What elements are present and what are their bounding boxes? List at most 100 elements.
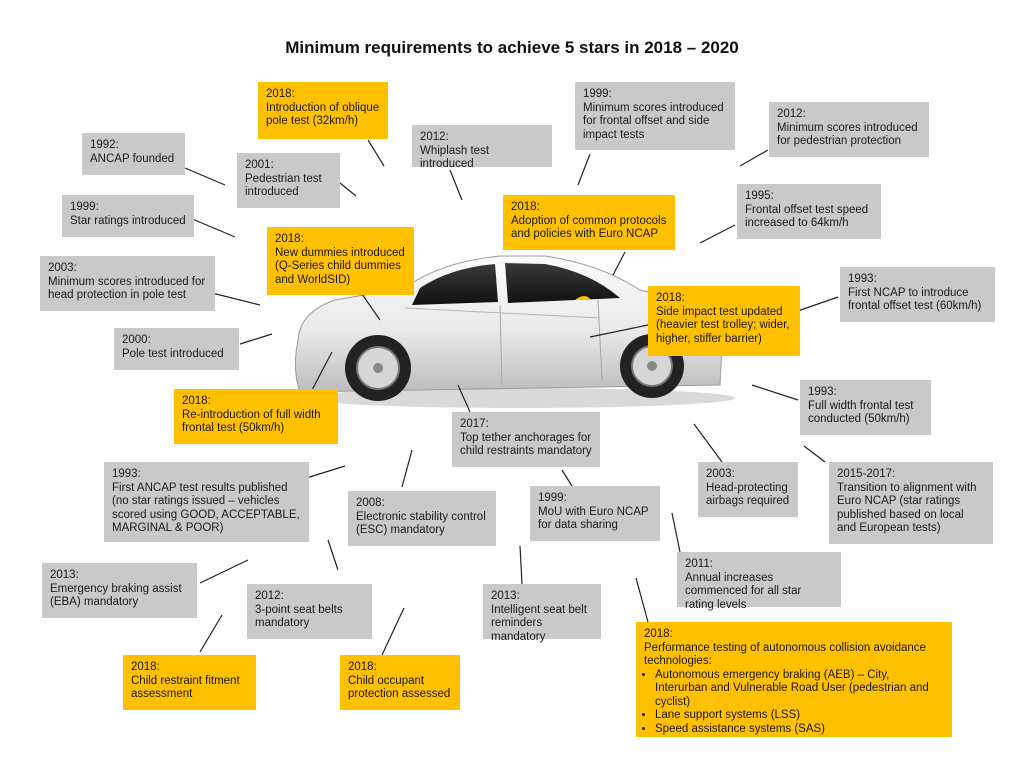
milestone-2013-eba: 2013: Emergency braking assist (EBA) man… [42, 563, 197, 618]
milestone-2012-seat-belts: 2012: 3-point seat belts mandatory [247, 584, 372, 639]
milestone-text: Child restraint fitment assessment [131, 674, 240, 701]
milestone-text: Electronic stability control (ESC) manda… [356, 510, 486, 537]
milestone-year: 2001: [245, 159, 274, 171]
milestone-text: Minimum scores introduced for frontal of… [583, 101, 724, 141]
pointer [577, 153, 591, 186]
milestone-2003-head-airbags: 2003: Head-protecting airbags required [698, 462, 798, 517]
milestone-2012-whiplash: 2012: Whiplash test introduced [412, 125, 552, 170]
milestone-text: MoU with Euro NCAP for data sharing [538, 505, 649, 532]
pointer [751, 384, 799, 401]
milestone-year: 1999: [538, 492, 567, 504]
car-shadow [305, 388, 735, 408]
milestone-year: 2018: [131, 661, 160, 673]
milestone-year: 2013: [50, 569, 79, 581]
milestone-2018-autonomous-testing: 2018: Performance testing of autonomous … [636, 622, 952, 737]
side-mirror [575, 296, 591, 300]
milestone-2018-side-impact: 2018: Side impact test updated (heavier … [648, 286, 800, 356]
milestone-year: 2018: [644, 628, 673, 640]
pointer [589, 324, 649, 338]
milestone-2018-new-dummies: 2018: New dummies introduced (Q-Series c… [267, 227, 414, 295]
pointer [739, 149, 769, 167]
milestone-2013-seat-belt-reminders: 2013: Intelligent seat belt reminders ma… [483, 584, 601, 643]
milestone-year: 1993: [848, 273, 877, 285]
bullet-item: Lane support systems (LSS) [655, 709, 944, 723]
bullet-list: Autonomous emergency braking (AEB) – Cit… [644, 669, 944, 737]
milestone-text: Annual increases commenced for all star … [685, 571, 802, 611]
pointer [211, 292, 261, 306]
milestone-text: Transition to alignment with Euro NCAP (… [837, 481, 977, 535]
milestone-year: 2011: [685, 558, 713, 570]
milestone-2008-esc: 2008: Electronic stability control (ESC)… [348, 491, 496, 546]
door-line [499, 304, 503, 386]
pointer [561, 469, 573, 487]
pointer [803, 445, 826, 463]
car-rear-window [412, 264, 498, 305]
milestone-text: Intelligent seat belt reminders mandator… [491, 603, 587, 643]
body-crease [404, 307, 601, 319]
milestone-text: Emergency braking assist (EBA) mandatory [50, 582, 182, 609]
milestone-year: 1992: [90, 139, 119, 151]
milestone-year: 2013: [491, 590, 520, 602]
pointer [671, 512, 681, 553]
milestone-text: First NCAP to introduce frontal offset t… [848, 286, 982, 313]
milestone-text: ANCAP founded [90, 152, 175, 165]
milestone-text: Star ratings introduced [70, 214, 186, 227]
milestone-year: 2017: [460, 418, 489, 430]
milestone-year: 2012: [777, 108, 806, 120]
milestone-2018-child-restraint: 2018: Child restraint fitment assessment [123, 655, 256, 710]
milestone-year: 2003: [706, 468, 735, 480]
milestone-text: First ANCAP test results published (no s… [112, 481, 300, 535]
milestone-1999-mou: 1999: MoU with Euro NCAP for data sharin… [530, 486, 660, 541]
milestone-2018-common-protocols: 2018: Adoption of common protocols and p… [503, 195, 675, 250]
milestone-year: 2018: [275, 233, 304, 245]
milestone-text: 3-point seat belts mandatory [255, 603, 343, 630]
milestone-1992-ancap-founded: 1992: ANCAP founded [82, 133, 185, 175]
milestone-year: 1999: [70, 201, 99, 213]
pointer [449, 169, 463, 201]
milestone-1995-speed-increase: 1995: Frontal offset test speed increase… [737, 184, 881, 239]
milestone-text: Head-protecting airbags required [706, 481, 790, 508]
milestone-year: 2018: [348, 661, 377, 673]
milestone-text: Minimum scores introduced for head prote… [48, 275, 206, 302]
milestone-text: Performance testing of autonomous collis… [644, 641, 926, 668]
milestone-1999-star-ratings: 1999: Star ratings introduced [62, 195, 194, 237]
milestone-year: 2012: [255, 590, 284, 602]
pointer [635, 577, 649, 623]
milestone-year: 2018: [266, 88, 295, 100]
page-title: Minimum requirements to achieve 5 stars … [285, 38, 739, 57]
milestone-2018-child-occupant: 2018: Child occupant protection assessed [340, 655, 460, 710]
pointer [401, 449, 413, 488]
milestone-2003-head-protection: 2003: Minimum scores introduced for head… [40, 256, 215, 311]
pointer [189, 217, 236, 238]
milestone-text: Full width frontal test conducted (50km/… [808, 399, 914, 426]
milestone-text: Pedestrian test introduced [245, 172, 322, 199]
milestone-year: 2008: [356, 497, 385, 509]
pointer [367, 139, 385, 167]
milestone-2011-annual-increases: 2011: Annual increases commenced for all… [677, 552, 841, 611]
milestone-year: 2018: [182, 395, 211, 407]
pointer [699, 224, 736, 244]
milestone-2001-pedestrian-test: 2001: Pedestrian test introduced [237, 153, 340, 208]
pointer [199, 559, 249, 584]
pointer [339, 182, 357, 197]
milestone-2017-top-tether: 2017: Top tether anchorages for child re… [452, 412, 600, 467]
door-line [597, 299, 603, 381]
pointer [612, 251, 626, 276]
pointer [361, 293, 381, 321]
milestone-year: 2000: [122, 334, 151, 346]
milestone-2018-oblique-pole: 2018: Introduction of oblique pole test … [258, 82, 388, 139]
milestone-1999-frontal-offset: 1999: Minimum scores introduced for fron… [575, 82, 735, 150]
milestone-year: 1993: [112, 468, 141, 480]
milestone-year: 1999: [583, 88, 612, 100]
milestone-text: Frontal offset test speed increased to 6… [745, 203, 869, 230]
milestone-text: Minimum scores introduced for pedestrian… [777, 121, 918, 148]
milestone-text: New dummies introduced (Q-Series child d… [275, 246, 405, 286]
pointer [184, 167, 226, 186]
pointer [693, 423, 723, 463]
milestone-year: 1993: [808, 386, 837, 398]
bullet-item: Autonomous emergency braking (AEB) – Cit… [655, 669, 944, 710]
rear-hub [373, 363, 383, 373]
car-front-window [505, 263, 620, 303]
milestone-2015-2017-euro-ncap: 2015-2017: Transition to alignment with … [829, 462, 993, 544]
